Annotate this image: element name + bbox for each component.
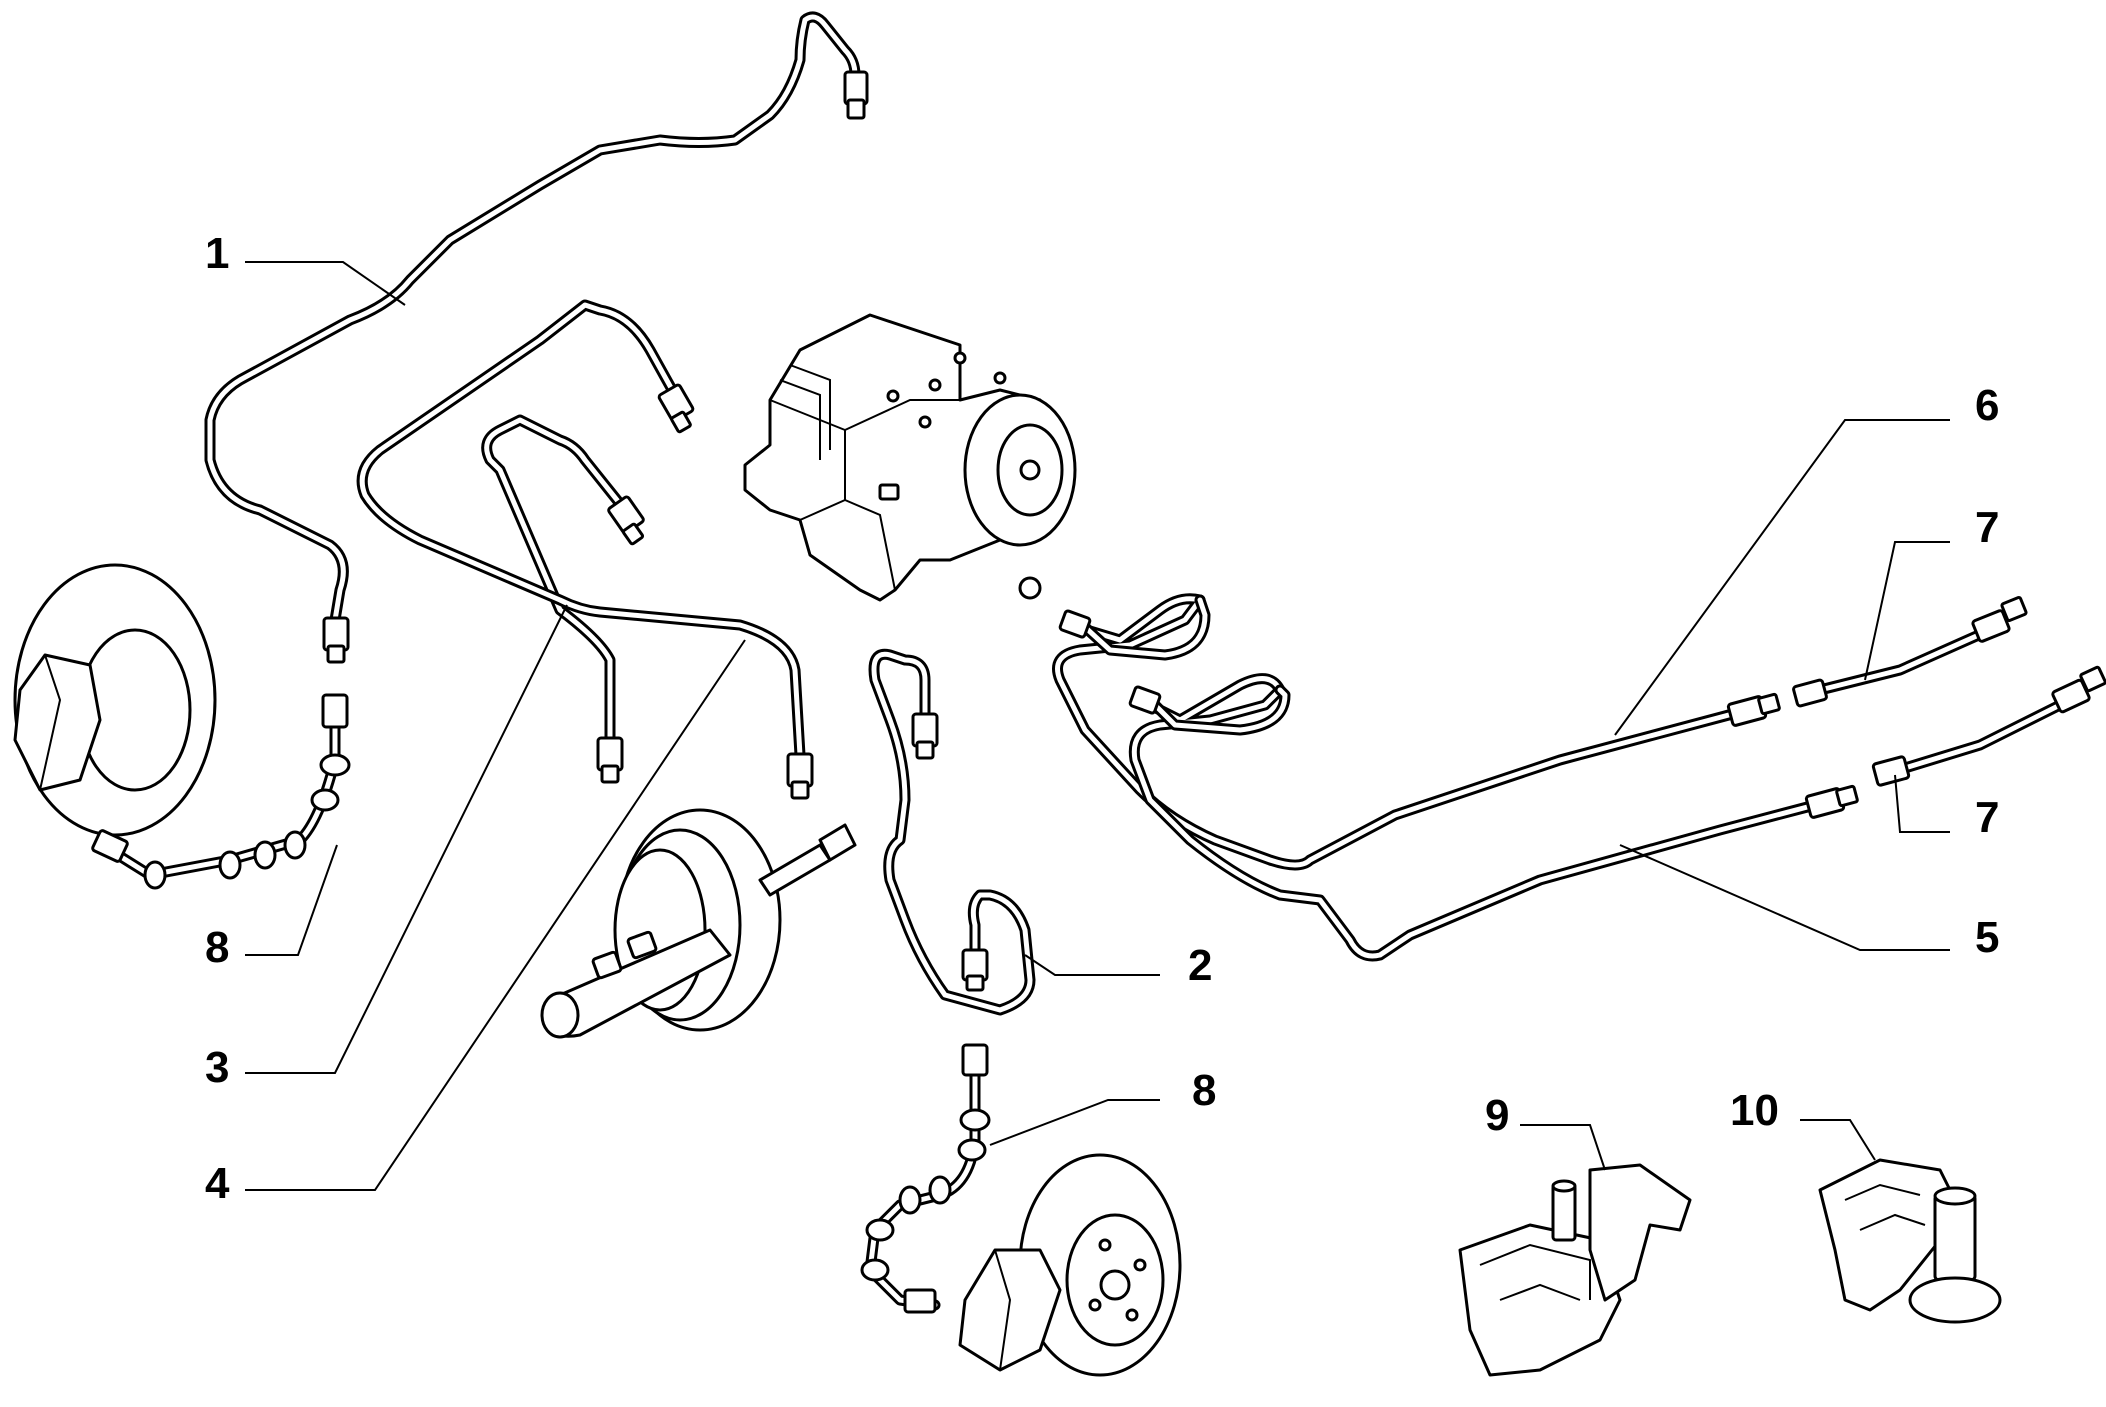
flexible-hose-8-right xyxy=(860,1043,991,1314)
callout-7-lower: 7 xyxy=(1975,793,1999,842)
callout-8-left: 8 xyxy=(205,923,229,972)
brake-hose-7-lower xyxy=(1871,665,2106,787)
callout-4: 4 xyxy=(205,1159,230,1208)
leader-2 xyxy=(1024,954,1160,976)
callouts: 1 2 3 4 5 6 7 7 8 8 9 10 xyxy=(205,229,1999,1208)
leader-3 xyxy=(245,604,568,1074)
leader-4 xyxy=(245,639,746,1191)
callout-6: 6 xyxy=(1975,381,1999,430)
brake-hose-7-upper xyxy=(1792,596,2028,708)
front-right-brake-disc xyxy=(958,1153,1182,1377)
callout-2: 2 xyxy=(1188,941,1212,990)
callout-10: 10 xyxy=(1730,1086,1779,1135)
callout-1: 1 xyxy=(205,229,229,278)
leader-5 xyxy=(1619,844,1950,951)
leader-lines xyxy=(245,261,1950,1191)
front-left-brake-disc xyxy=(13,563,217,837)
pipe-clip-9 xyxy=(1458,1163,1692,1377)
brake-pipe-2 xyxy=(868,648,1036,1016)
flexible-hose-8-left xyxy=(91,693,351,890)
leader-7b xyxy=(1894,774,1950,833)
brake-booster-master-cylinder xyxy=(540,808,857,1039)
brake-pipe-4 xyxy=(356,299,814,800)
leader-6 xyxy=(1614,419,1950,736)
callout-5: 5 xyxy=(1975,913,1999,962)
brake-pipe-1 xyxy=(204,11,869,664)
brake-pipe-3 xyxy=(481,414,645,784)
pipe-clip-10 xyxy=(1818,1158,2002,1324)
leader-8b xyxy=(989,1099,1160,1146)
brake-pipe-5 xyxy=(1128,673,1821,962)
leader-10 xyxy=(1800,1119,1876,1161)
leader-7a xyxy=(1864,541,1950,681)
brake-pipe-6 xyxy=(1052,593,1746,871)
callout-9: 9 xyxy=(1485,1091,1509,1140)
leader-9 xyxy=(1520,1124,1606,1171)
callout-3: 3 xyxy=(205,1043,229,1092)
abs-hydraulic-unit xyxy=(743,313,1077,602)
callout-7-upper: 7 xyxy=(1975,503,1999,552)
callout-8-right: 8 xyxy=(1192,1066,1216,1115)
leader-8a xyxy=(245,844,338,956)
leader-1 xyxy=(245,261,406,306)
